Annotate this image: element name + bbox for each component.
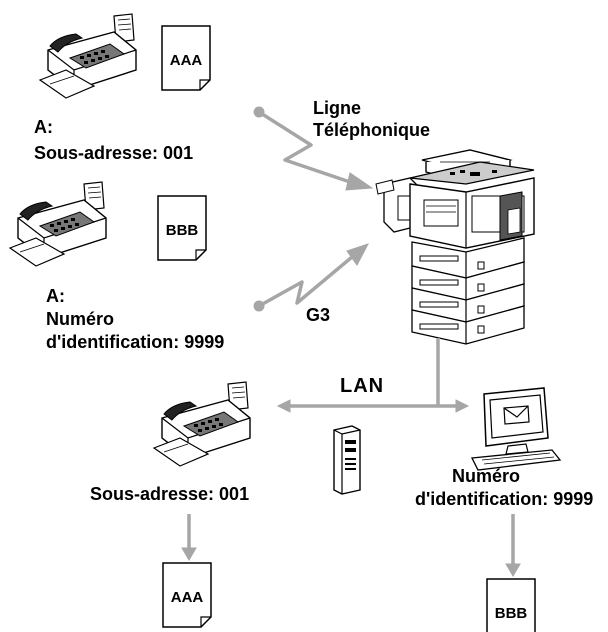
computer-email-icon (470, 387, 562, 471)
pc-id-line2: d'identification: 9999 (415, 489, 594, 509)
document-label-pc-output: BBB (495, 605, 528, 622)
document-label-middle: BBB (166, 222, 199, 239)
phone-line-label-2: Téléphonique (313, 120, 430, 140)
document-icon-middle: BBB (157, 195, 207, 261)
g3-label: G3 (306, 305, 331, 325)
pc-id-line1: Numéro (452, 466, 521, 486)
phone-line-connection (253, 106, 374, 191)
document-icon-top: AAA (161, 25, 211, 91)
lan-label: LAN (340, 375, 385, 397)
server-tower-icon (333, 425, 361, 495)
fax-b-prefix-label: A: (46, 286, 65, 306)
fax-b-id-line2: d'identification: 9999 (46, 332, 225, 352)
fax-machine-icon-a (39, 13, 137, 99)
output-arrow-right (505, 514, 521, 577)
fax-machine-icon-b (9, 181, 107, 267)
phone-line-label-1: Ligne (313, 98, 361, 118)
document-label-top: AAA (170, 52, 203, 69)
document-icon-pc-output: BBB (486, 578, 536, 632)
lan-network-lines (276, 338, 470, 413)
fax-machine-icon-lan (153, 381, 251, 467)
multifunction-printer-icon (375, 149, 535, 345)
g3-line-connection (253, 243, 370, 312)
fax-a-subaddress-label: Sous-adresse: 001 (34, 143, 194, 163)
lan-fax-subaddress-label: Sous-adresse: 001 (90, 484, 250, 504)
document-label-lan-output: AAA (171, 589, 204, 606)
fax-a-prefix-label: A: (34, 117, 53, 137)
document-icon-lan-output: AAA (162, 562, 212, 628)
output-arrow-left (181, 514, 197, 561)
fax-b-id-line1: Numéro (46, 309, 115, 329)
